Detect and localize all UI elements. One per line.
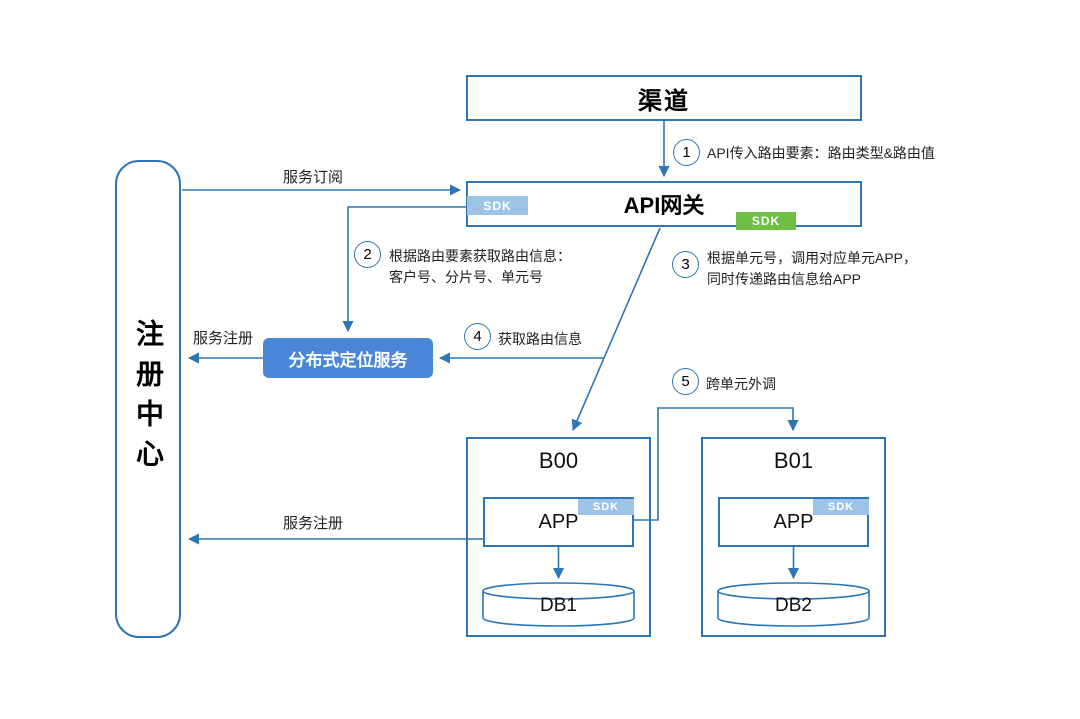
register-top-edge-label: 服务注册 <box>193 330 254 347</box>
db1-cylinder-top <box>482 582 635 600</box>
b01-app-node: APP <box>718 497 869 547</box>
step-1-text: API传入路由要素：路由类型&路由值 <box>707 145 935 161</box>
unit-b00-label: B00 <box>538 448 579 473</box>
unit-b01-node <box>701 437 886 637</box>
subscribe-edge-label: 服务订阅 <box>283 169 344 186</box>
gateway-sdk-right-badge: SDK <box>736 212 796 230</box>
step-5-badge: 5 <box>672 368 699 395</box>
db2-cylinder-top <box>717 582 870 600</box>
db2-cylinder <box>717 591 870 627</box>
unit-b00-node <box>466 437 651 637</box>
step-1-badge: 1 <box>673 139 700 166</box>
unit-b01-label: B01 <box>773 448 814 473</box>
step-4-text: 获取路由信息 <box>498 331 582 347</box>
step-2-badge: 2 <box>354 241 381 268</box>
channel-node: 渠道 <box>466 75 862 121</box>
b00-app-sdk-badge: SDK <box>578 499 634 515</box>
db2-label: DB2 <box>775 595 812 616</box>
api-gateway-node: API网关 <box>466 181 862 227</box>
step-3-badge: 3 <box>672 251 699 278</box>
arrow-step3-gateway-to-b00 <box>571 227 661 432</box>
db1-label: DB1 <box>540 595 577 616</box>
registry-center-node: 注册中心 <box>115 160 181 638</box>
b01-app-sdk-badge: SDK <box>813 499 869 515</box>
b00-app-node: APP <box>483 497 634 547</box>
arrow-step2-gateway-to-locator <box>342 206 467 333</box>
step-5-text: 跨单元外调 <box>706 376 776 392</box>
step-3-text: 根据单元号，调用对应单元APP， 同时传递路由信息给APP <box>707 250 918 287</box>
step-4-badge: 4 <box>464 323 491 350</box>
step-2-text: 根据路由要素获取路由信息： 客户号、分片号、单元号 <box>389 248 571 285</box>
db1-cylinder <box>482 591 635 627</box>
distributed-locator-node: 分布式定位服务 <box>263 338 433 378</box>
register-bottom-edge-label: 服务注册 <box>283 515 344 532</box>
gateway-sdk-left-badge: SDK <box>467 196 528 215</box>
